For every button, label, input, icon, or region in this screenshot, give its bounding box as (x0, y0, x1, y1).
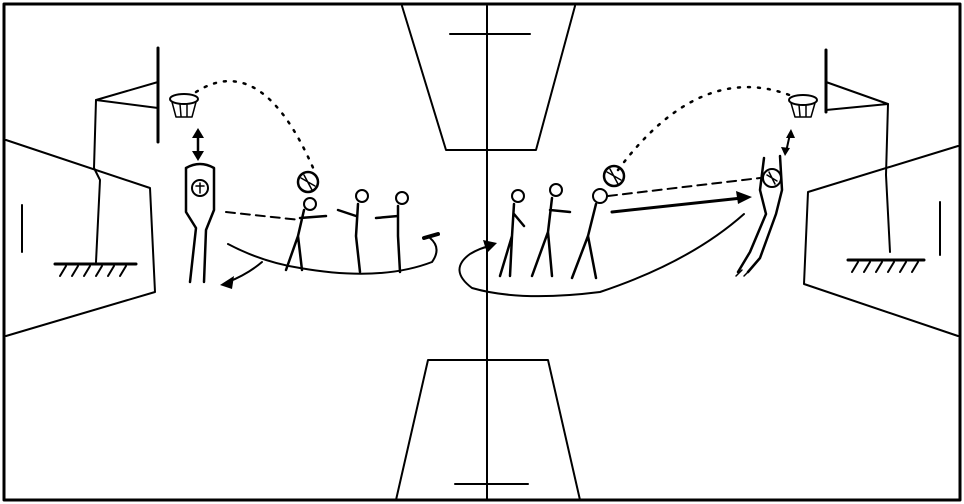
player-passer-right (572, 166, 624, 278)
right-shot-path (618, 87, 792, 170)
right-basket (789, 50, 924, 272)
right-pass-arrowhead (736, 191, 752, 204)
player-waiting-left-1 (338, 190, 368, 272)
player-waiting-right-2 (532, 184, 570, 276)
right-rotation-arrowhead (483, 240, 497, 253)
player-passer-left (286, 172, 326, 270)
right-wall (804, 146, 958, 336)
left-shot-path (196, 81, 314, 170)
player-waiting-right-1 (500, 190, 524, 276)
left-rebound-arrow (192, 128, 204, 161)
right-rebound-arrow (781, 129, 795, 156)
court-boundary (4, 4, 960, 500)
player-shooter-left (186, 164, 214, 282)
left-rotation-arrowhead (220, 276, 234, 289)
left-rotation-loop (228, 238, 437, 274)
left-basket (55, 48, 198, 276)
left-loop-mark (424, 234, 438, 238)
right-rotation-loop (459, 214, 744, 296)
player-waiting-left-2 (376, 192, 408, 272)
top-key (402, 6, 575, 150)
left-wall (6, 140, 155, 336)
right-pass-arrow (612, 198, 742, 212)
left-pass-line (226, 212, 300, 220)
